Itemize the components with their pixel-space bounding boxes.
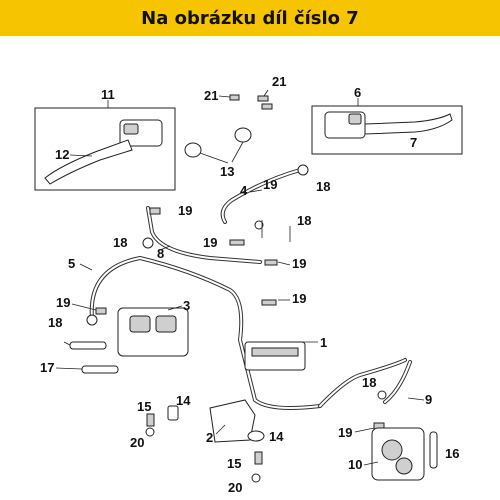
callout-9: 9: [425, 392, 432, 407]
washer-18b: [142, 237, 154, 249]
bolt-19b: [229, 239, 245, 246]
bolt-15b: [254, 451, 263, 465]
caliper-10-piston-a: [381, 439, 403, 461]
callout-18b: 18: [297, 213, 311, 228]
callout-11: 11: [101, 87, 115, 102]
screw-21a: [229, 94, 240, 101]
callout-18e: 18: [362, 375, 376, 390]
abs-module-1: [244, 341, 306, 371]
screw-21c: [261, 103, 273, 110]
callout-19b: 19: [178, 203, 192, 218]
bushing-14a: [167, 405, 179, 421]
clamp-13b: [234, 127, 252, 143]
left-lever-assembly: [34, 100, 176, 191]
caliper-10-piston-b: [395, 457, 413, 475]
callout-labels: 1 2 3 4 5 6 7 8 9 10 11 12 13 14 14 15 1…: [40, 74, 459, 495]
callout-8: 8: [157, 246, 164, 261]
assembly-frame-6: [311, 105, 463, 155]
callout-21b: 21: [272, 74, 286, 89]
module-1-connector: [251, 347, 299, 357]
callout-19c: 19: [203, 235, 217, 250]
leader-lines: [55, 89, 425, 466]
callout-21a: 21: [204, 88, 218, 103]
bolt-15a: [146, 413, 155, 427]
callout-20a: 20: [130, 435, 144, 450]
clamp-group-13: [184, 94, 273, 164]
callout-15b: 15: [227, 456, 241, 471]
caliper-3-group: [69, 307, 189, 374]
callout-19a: 19: [263, 177, 277, 192]
callout-19d: 19: [292, 256, 306, 271]
screw-21b: [257, 95, 269, 102]
bolt-19a: [149, 207, 161, 215]
pin-16: [429, 431, 438, 469]
pin-17a: [69, 341, 107, 350]
brake-lever-12: [44, 139, 133, 185]
bushing-14b: [247, 430, 265, 442]
brake-hoses: [89, 168, 412, 410]
callout-3: 3: [183, 298, 190, 313]
callout-13: 13: [220, 164, 234, 179]
brake-lever-7: [364, 113, 453, 135]
caliper-10-group: [371, 427, 425, 481]
callout-20b: 20: [228, 480, 242, 495]
callout-1: 1: [320, 335, 327, 350]
callout-18a: 18: [316, 179, 330, 194]
callout-12: 12: [55, 147, 69, 162]
callout-17: 17: [40, 360, 54, 375]
callout-7: 7: [410, 135, 417, 150]
callout-2: 2: [206, 430, 213, 445]
callout-19g: 19: [338, 425, 352, 440]
callout-5: 5: [68, 256, 75, 271]
callout-15a: 15: [137, 399, 151, 414]
washer-18c: [86, 314, 98, 326]
callout-14b: 14: [269, 429, 284, 444]
washer-18e: [377, 390, 387, 400]
callout-18c: 18: [113, 235, 127, 250]
clamp-13a: [184, 142, 202, 158]
pin-17b: [81, 365, 119, 374]
callout-16: 16: [445, 446, 459, 461]
callout-14a: 14: [176, 393, 191, 408]
callout-10: 10: [348, 457, 362, 472]
right-lever-assembly: [311, 98, 463, 155]
washer-20a: [145, 427, 155, 437]
callout-4: 4: [240, 183, 248, 198]
bolt-19c: [264, 259, 278, 266]
caliper-piston-3b: [155, 315, 177, 333]
bracket-2: [209, 399, 256, 443]
washer-18a: [297, 164, 309, 176]
bolt-19e: [95, 307, 107, 315]
callout-19f: 19: [56, 295, 70, 310]
caliper-3: [117, 307, 189, 357]
reservoir-cap-right: [348, 113, 362, 125]
bolt-19d: [261, 299, 277, 306]
callout-18d: 18: [48, 315, 62, 330]
assembly-frame-11: [34, 107, 176, 191]
header-banner: Na obrázku díl číslo 7: [0, 0, 500, 36]
caliper-piston-3a: [129, 315, 151, 333]
reservoir-cap-left: [123, 123, 139, 135]
washer-18d: [254, 220, 264, 230]
small-parts: [145, 405, 438, 483]
header-title: Na obrázku díl číslo 7: [141, 7, 359, 29]
fittings: [86, 164, 387, 430]
washer-20b: [251, 473, 261, 483]
callout-6: 6: [354, 85, 361, 100]
callout-19e: 19: [292, 291, 306, 306]
